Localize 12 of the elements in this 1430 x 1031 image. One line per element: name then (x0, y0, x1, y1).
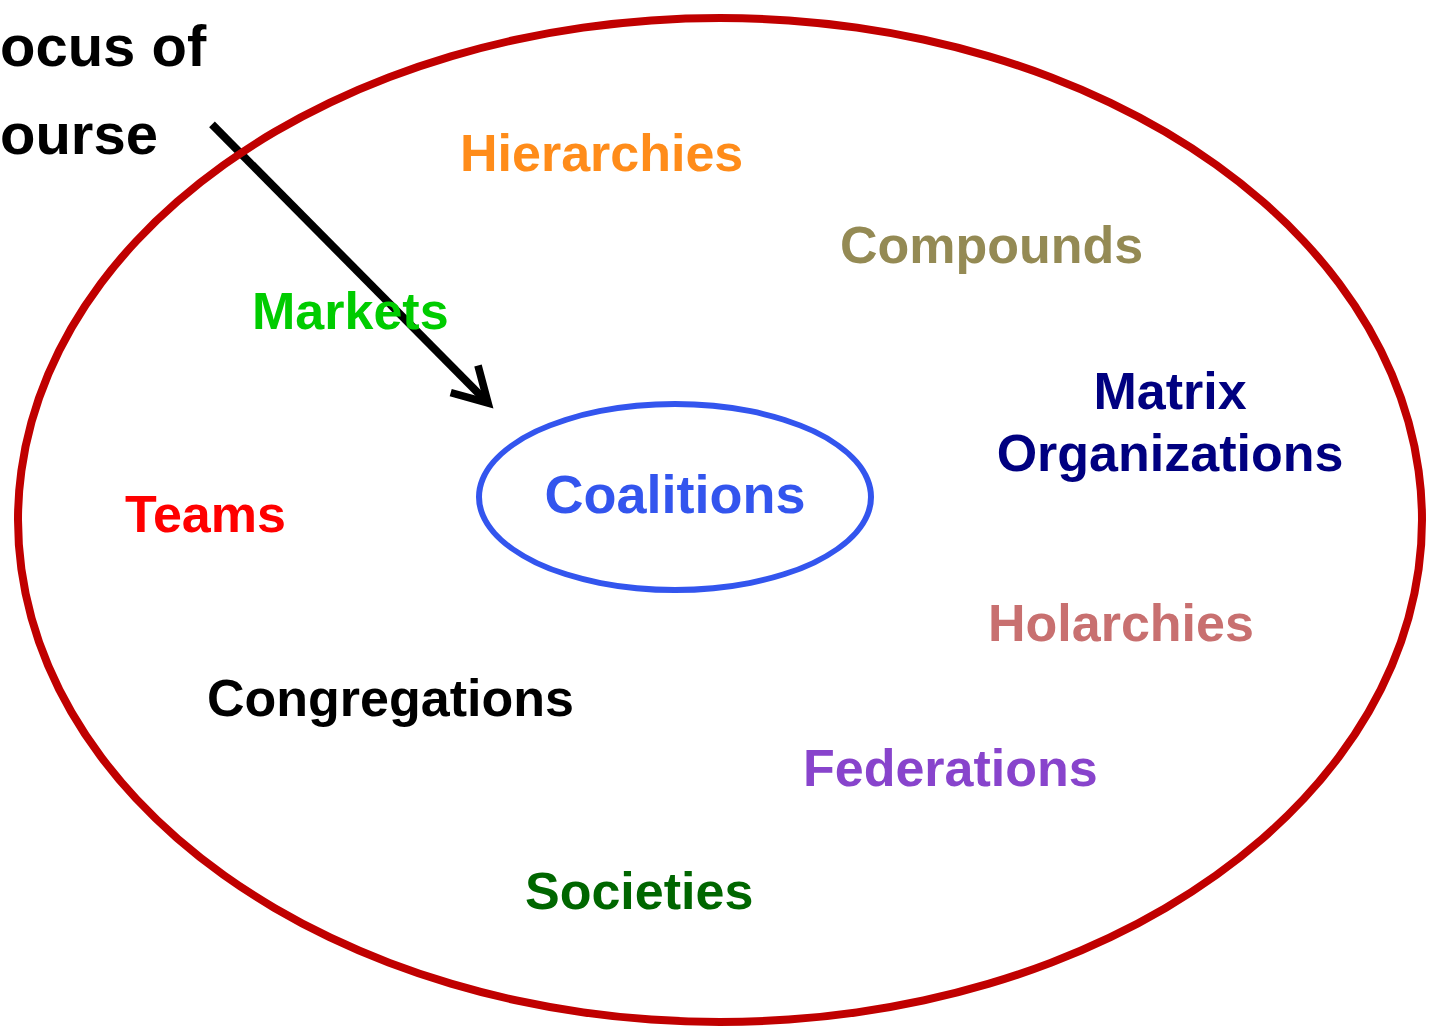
category-label: Societies (525, 861, 754, 922)
ellipse-outline (476, 401, 874, 593)
category-label: Congregations (207, 668, 574, 729)
annotation-text: ocus of ourse (0, 2, 215, 172)
category-label: Matrix Organizations (995, 361, 1345, 485)
category-label: Compounds (840, 215, 1144, 276)
category-label: Teams (125, 484, 286, 545)
node-label: Coalitions (544, 462, 806, 525)
category-label: Hierarchies (460, 123, 744, 184)
category-label: Holarchies (988, 593, 1254, 654)
category-label: Federations (803, 738, 1098, 799)
arrow (209, 121, 492, 407)
